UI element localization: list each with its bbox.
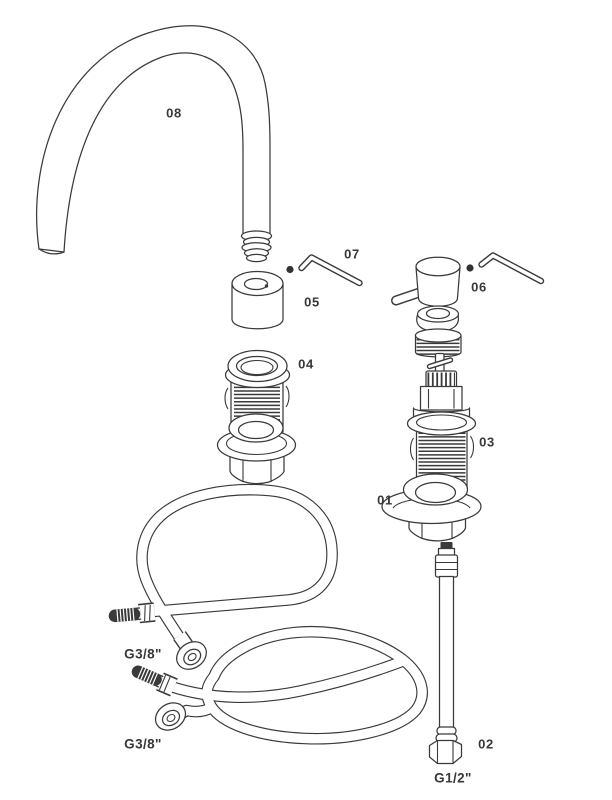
flex-hose-2-drawing <box>131 626 428 745</box>
part-label-07: 07 <box>344 246 360 262</box>
supply-pipe-drawing <box>428 542 463 765</box>
collar-ring-drawing <box>414 328 462 358</box>
spout-drawing <box>36 25 273 263</box>
thread-size-label-supply-pipe: G1/2" <box>434 770 472 786</box>
dome-ring-drawing <box>416 305 460 333</box>
hose-2-male-fitting <box>131 665 178 697</box>
part-label-01: 01 <box>377 492 393 508</box>
part-label-06: 06 <box>471 279 487 295</box>
flex-hose-1-drawing <box>108 483 338 670</box>
spout-shank-drawing <box>216 349 297 485</box>
spout-holder-drawing <box>231 270 284 330</box>
hose-1-elbow-nut <box>173 631 207 670</box>
hose-1-male-fitting <box>108 602 156 624</box>
thread-size-label-hose-1: G3/8" <box>124 646 162 662</box>
part-label-04: 04 <box>298 356 314 372</box>
part-label-05: 05 <box>304 294 320 310</box>
part-label-08: 08 <box>166 105 182 121</box>
hex-key-07-icon <box>298 254 363 287</box>
hex-key-06-icon <box>478 252 545 285</box>
hose-2-elbow-nut <box>154 702 188 731</box>
part-label-02: 02 <box>478 736 494 752</box>
thread-size-label-hose-2: G3/8" <box>124 736 162 752</box>
set-screw-06-icon <box>466 264 474 272</box>
handle-drawing <box>391 256 461 307</box>
part-label-03: 03 <box>479 434 495 450</box>
mounting-hardware-drawing <box>381 473 482 542</box>
set-screw-07-icon <box>286 265 294 274</box>
